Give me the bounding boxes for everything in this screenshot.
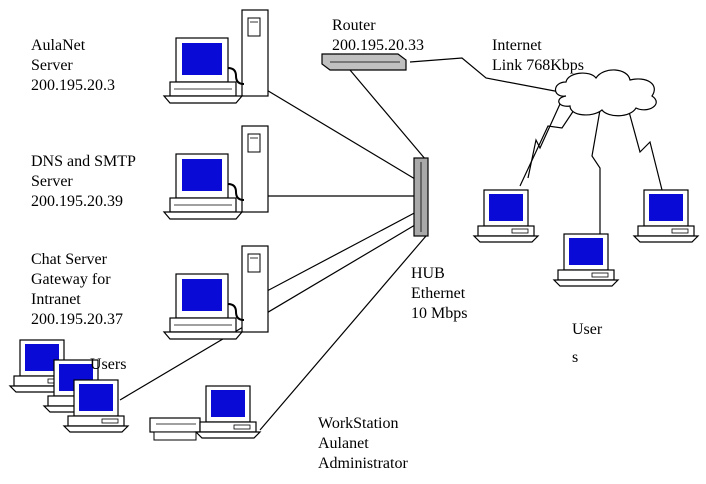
hub-label-line-2: Ethernet bbox=[411, 285, 466, 302]
link-workstation-hub bbox=[259, 235, 427, 431]
printer-icon bbox=[149, 417, 201, 441]
aulanet-label-line-1: AulaNet bbox=[31, 37, 86, 54]
chat-label-line-3: Intranet bbox=[31, 291, 81, 308]
router-device bbox=[321, 53, 407, 71]
link-cloud-user3 bbox=[627, 107, 663, 191]
chat-label-line-2: Gateway for bbox=[31, 271, 111, 288]
users-right-label-line-1: User bbox=[572, 321, 603, 338]
aulanet-server-icon bbox=[163, 9, 269, 104]
dns-label-line-1: DNS and SMTP bbox=[31, 153, 136, 170]
hub-label-line-3: 10 Mbps bbox=[411, 305, 468, 322]
aulanet-label-line-2: Server bbox=[31, 57, 73, 74]
users-right-label: User s bbox=[572, 316, 602, 372]
router-label: Router 200.195.20.33 bbox=[332, 16, 424, 56]
aulanet-label: AulaNet Server 200.195.20.3 bbox=[31, 36, 115, 96]
chat-label-line-4: 200.195.20.37 bbox=[31, 311, 123, 328]
dns-label-line-2: Server bbox=[31, 173, 73, 190]
workstation-label-line-2: Aulanet bbox=[318, 435, 369, 452]
internet-label-line-2: Link 768Kbps bbox=[492, 57, 584, 74]
internet-label: Internet Link 768Kbps bbox=[492, 36, 584, 76]
hub-label-line-1: HUB bbox=[411, 265, 445, 282]
chat-label-line-1: Chat Server bbox=[31, 251, 107, 268]
link-cloud-user2 bbox=[591, 109, 601, 236]
left-user-pc-3 bbox=[63, 379, 129, 433]
users-right-label-line-2: s bbox=[572, 349, 579, 366]
link-router-hub bbox=[349, 69, 427, 161]
router-label-line-2: 200.195.20.33 bbox=[332, 37, 424, 54]
dns-label-line-3: 200.195.20.39 bbox=[31, 193, 123, 210]
workstation-label: WorkStation Aulanet Administrator bbox=[318, 414, 408, 474]
chat-label: Chat Server Gateway for Intranet 200.195… bbox=[31, 250, 123, 330]
users-left-label: Users bbox=[90, 356, 127, 373]
link-aulanet-hub bbox=[249, 79, 421, 183]
workstation-label-line-1: WorkStation bbox=[318, 415, 399, 432]
aulanet-label-line-3: 200.195.20.3 bbox=[31, 77, 115, 94]
internet-cloud bbox=[554, 69, 657, 117]
right-user-pc-3 bbox=[633, 189, 699, 243]
hub-label: HUB Ethernet 10 Mbps bbox=[411, 264, 467, 324]
chat-server-icon bbox=[163, 245, 269, 340]
workstation-label-line-3: Administrator bbox=[318, 455, 408, 472]
link-cloud-user1 bbox=[519, 103, 579, 187]
link-cloud-mid bbox=[527, 103, 561, 179]
internet-label-line-1: Internet bbox=[492, 37, 542, 54]
right-user-pc-1 bbox=[473, 189, 539, 243]
workstation-pc bbox=[195, 385, 261, 439]
links bbox=[119, 57, 663, 431]
link-chat-hub bbox=[249, 209, 421, 301]
link-users-hub bbox=[119, 221, 421, 401]
hub-device bbox=[413, 157, 429, 237]
internet-link-zigzag bbox=[409, 57, 561, 93]
router-label-line-1: Router bbox=[332, 17, 376, 34]
dns-label: DNS and SMTP Server 200.195.20.39 bbox=[31, 152, 136, 212]
dns-server-icon bbox=[163, 125, 269, 220]
right-user-pc-2 bbox=[553, 233, 619, 287]
